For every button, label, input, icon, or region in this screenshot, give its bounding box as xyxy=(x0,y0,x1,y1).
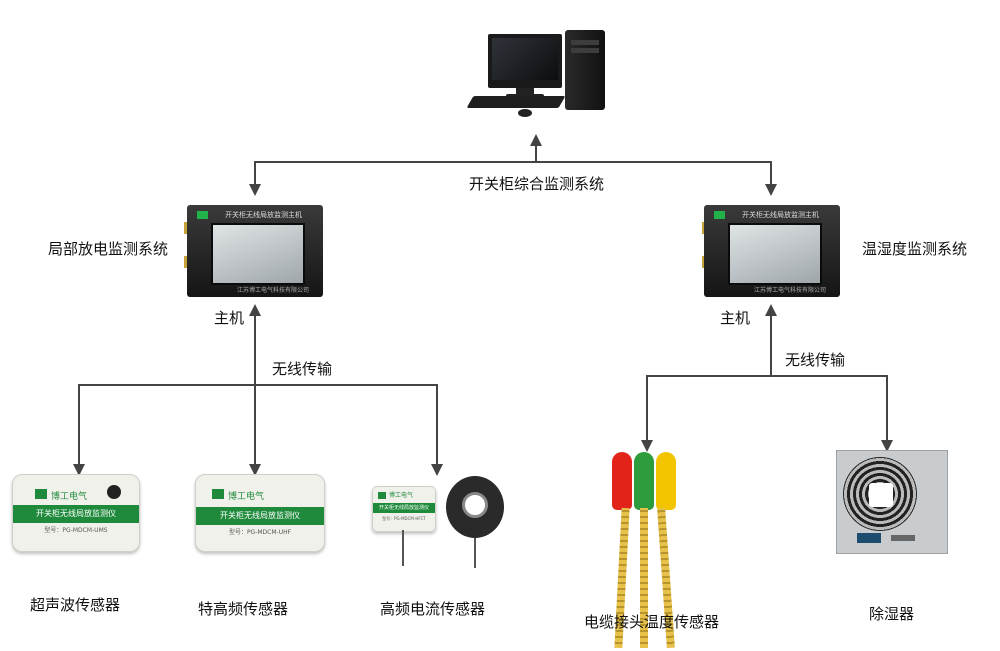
ultrasonic-sensor-device: 博工电气 开关柜无线局放监测仪 型号：PG-MDCM-UMS xyxy=(12,474,140,552)
brand-logo-icon xyxy=(714,211,725,219)
display-panel xyxy=(857,533,881,543)
right-host-label: 主机 xyxy=(720,307,750,328)
right-host-footer: 江苏博工电气科技有限公司 xyxy=(754,285,826,294)
brand-logo-icon xyxy=(197,211,208,219)
mouse-icon xyxy=(518,109,532,117)
right-system-label: 温湿度监测系统 xyxy=(862,238,967,259)
left-link-label: 无线传输 xyxy=(272,358,332,379)
right-host-screen xyxy=(728,223,822,285)
left-system-label: 局部放电监测系统 xyxy=(48,238,168,259)
hfct-sensor-label: 高频电流传感器 xyxy=(380,598,485,619)
dehumidifier-device xyxy=(836,450,948,554)
left-host-panel-title: 开关柜无线局放监测主机 xyxy=(225,210,302,220)
ultrasonic-device-text: 开关柜无线局放监测仪 xyxy=(13,505,139,523)
line-right-bar xyxy=(647,376,887,446)
green-connector-icon xyxy=(634,452,654,510)
pc-tower-icon xyxy=(565,30,605,110)
hfct-device-text: 开关柜无线局放监测仪 xyxy=(373,503,435,513)
yellow-connector-icon xyxy=(656,452,676,510)
line-left-bar xyxy=(79,385,437,470)
right-link-label: 无线传输 xyxy=(785,349,845,370)
monitor-icon xyxy=(488,34,562,88)
left-host-screen xyxy=(211,223,305,285)
uhf-sensor-device: 博工电气 开关柜无线局放监测仪 型号：PG-MDCM-UHF xyxy=(195,474,325,552)
brand-logo-icon xyxy=(378,492,386,499)
current-transformer-icon xyxy=(446,476,504,538)
ultrasonic-sensor-label: 超声波传感器 xyxy=(30,594,120,615)
dehumidifier-label: 除湿器 xyxy=(869,603,914,624)
button-row xyxy=(891,535,915,541)
left-host-label: 主机 xyxy=(214,307,244,328)
right-host-device: 开关柜无线局放监测主机 江苏博工电气科技有限公司 xyxy=(704,205,840,297)
center-system-label: 开关柜综合监测系统 xyxy=(469,173,604,194)
brand-logo-icon xyxy=(212,489,224,499)
brand-logo-icon xyxy=(35,489,47,499)
probe-icon xyxy=(107,485,121,499)
uhf-device-text: 开关柜无线局放监测仪 xyxy=(196,507,324,525)
keyboard-icon xyxy=(467,96,566,108)
hfct-sensor-device: 博工电气 开关柜无线局放监测仪 型号：PG-MDCM-HFCT xyxy=(372,486,436,532)
uhf-sensor-label: 特高频传感器 xyxy=(198,598,288,619)
left-host-device: 开关柜无线局放监测主机 江苏博工电气科技有限公司 xyxy=(187,205,323,297)
right-host-panel-title: 开关柜无线局放监测主机 xyxy=(742,210,819,220)
left-host-footer: 江苏博工电气科技有限公司 xyxy=(237,285,309,294)
brand-logo-icon xyxy=(869,483,893,507)
red-connector-icon xyxy=(612,452,632,510)
cable-temperature-sensor-label: 电缆接头温度传感器 xyxy=(584,611,719,632)
